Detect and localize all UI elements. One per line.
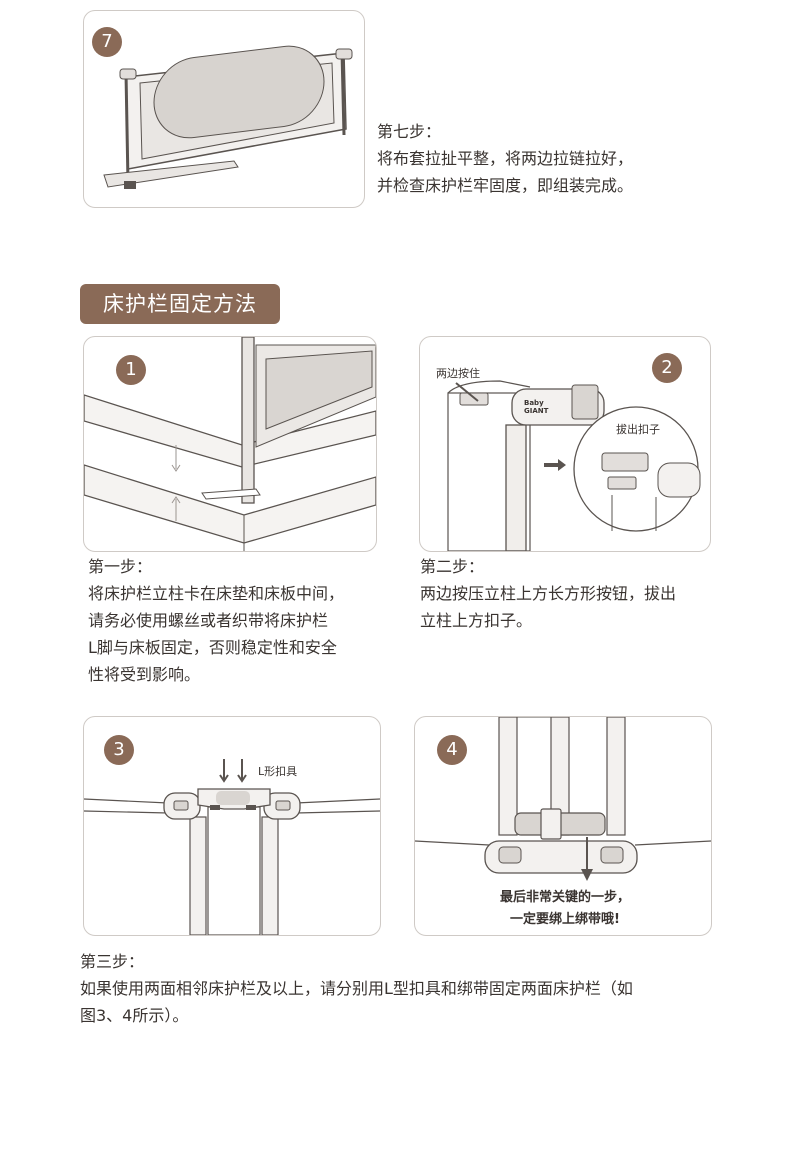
strap-warning: 最后非常关键的一步， 一定要绑上绑带哦!	[475, 887, 655, 931]
step7-title: 第七步：	[377, 122, 442, 141]
section-title: 床护栏固定方法	[80, 284, 280, 324]
brand-logo: Baby GIANT	[524, 399, 549, 415]
l-buckle-label: L形扣具	[258, 765, 298, 778]
l-buckle-connection-illustration	[84, 759, 380, 935]
panel1-illustration: 1	[83, 336, 377, 552]
step7-illustration-panel: 7	[83, 10, 365, 208]
step3-title: 第三步：	[80, 952, 145, 971]
step2-title: 第二步：	[420, 557, 485, 576]
step7-badge: 7	[92, 27, 122, 57]
panel3-illustration: L形扣具 3	[83, 716, 381, 936]
rail-post-between-mattress-illustration	[84, 337, 376, 551]
step2-line-1: 两边按压立柱上方长方形按钮，拔出	[420, 584, 677, 603]
step3-line-1: 如果使用两面相邻床护栏及以上，请分别用L型扣具和绑带固定两面床护栏（如	[80, 979, 633, 998]
step1-text: 第一步： 将床护栏立柱卡在床垫和床板中间， 请务必使用螺丝或者织带将床护栏 L脚…	[88, 553, 388, 688]
panel4-illustration: 4 最后非常关键的一步， 一定要绑上绑带哦!	[414, 716, 712, 936]
press-both-sides-label: 两边按住	[436, 367, 480, 380]
step2-text: 第二步： 两边按压立柱上方长方形按钮，拔出 立柱上方扣子。	[420, 553, 720, 634]
step1-line-4: 性将受到影响。	[88, 665, 201, 684]
step1-title: 第一步：	[88, 557, 153, 576]
step3-text: 第三步： 如果使用两面相邻床护栏及以上，请分别用L型扣具和绑带固定两面床护栏（如…	[80, 948, 770, 1029]
step1-line-2: 请务必使用螺丝或者织带将床护栏	[88, 611, 329, 630]
panel1-badge: 1	[116, 355, 146, 385]
step3-line-2: 图3、4所示）。	[80, 1006, 189, 1025]
step1-line-3: L脚与床板固定，否则稳定性和安全	[88, 638, 337, 657]
panel2-illustration: 两边按住 拔出扣子 Baby GIANT 2	[419, 336, 711, 552]
step7-line-1: 将布套拉扯平整，将两边拉链拉好，	[377, 149, 634, 168]
step7-text: 第七步： 将布套拉扯平整，将两边拉链拉好， 并检查床护栏牢固度，即组装完成。	[377, 118, 677, 199]
pull-buckle-label: 拔出扣子	[616, 423, 660, 436]
strap-warning-line-2: 一定要绑上绑带哦!	[510, 912, 620, 927]
panel4-badge: 4	[437, 735, 467, 765]
press-button-pull-buckle-illustration	[447, 380, 701, 551]
step1-line-1: 将床护栏立柱卡在床垫和床板中间，	[88, 584, 345, 603]
step7-line-2: 并检查床护栏牢固度，即组装完成。	[377, 176, 634, 195]
panel2-badge: 2	[652, 353, 682, 383]
step2-line-2: 立柱上方扣子。	[420, 611, 533, 630]
strap-warning-line-1: 最后非常关键的一步，	[499, 890, 630, 905]
bed-rail-assembled-illustration	[103, 45, 353, 189]
panel3-badge: 3	[104, 735, 134, 765]
strap-binding-illustration	[415, 717, 711, 881]
